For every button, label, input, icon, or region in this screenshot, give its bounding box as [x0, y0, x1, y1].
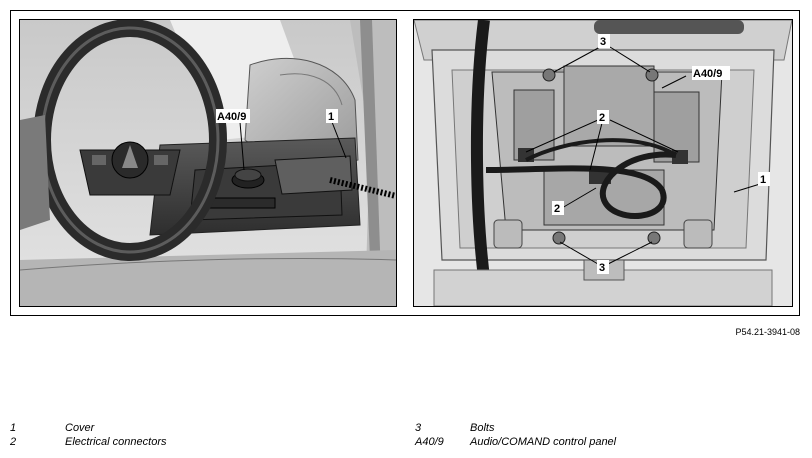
legend-item-2: 2 Electrical connectors [10, 436, 310, 450]
console-detail-panel: 3 A40/9 2 2 1 3 [413, 19, 793, 307]
console-illustration: 3 A40/9 2 2 1 3 [414, 20, 792, 306]
figure-frame: A40/9 1 [10, 10, 800, 316]
legend-num: 3 [415, 422, 422, 434]
callout-2-upper: 2 [599, 112, 605, 124]
callout-3-top: 3 [600, 36, 606, 48]
callout-2-lower: 2 [554, 203, 560, 215]
callout-3-bottom: 3 [599, 262, 605, 274]
figure-reference-code: P54.21-3941-08 [735, 327, 800, 337]
legend-num: 2 [10, 436, 17, 448]
legend-num: 1 [10, 422, 17, 434]
callout-1-right: 1 [760, 174, 766, 186]
dashboard-illustration: A40/9 1 [20, 20, 396, 306]
legend-text: Cover [65, 422, 95, 434]
legend-text: Audio/COMAND control panel [470, 436, 617, 448]
legend-item-1: 1 Cover [10, 422, 310, 436]
dashboard-view-panel: A40/9 1 [19, 19, 397, 307]
legend-text: Electrical connectors [65, 436, 167, 448]
callout-1-left: 1 [328, 111, 334, 123]
legend-item-a40-9: A40/9 Audio/COMAND control panel [415, 436, 715, 450]
legend-item-3: 3 Bolts [415, 422, 715, 436]
callout-a40-9-left: A40/9 [217, 111, 246, 123]
legend: 1 Cover 2 Electrical connectors 3 Bolts … [10, 422, 800, 456]
callout-a40-9-right: A40/9 [693, 68, 722, 80]
legend-text: Bolts [470, 422, 495, 434]
legend-num: A40/9 [415, 436, 444, 448]
